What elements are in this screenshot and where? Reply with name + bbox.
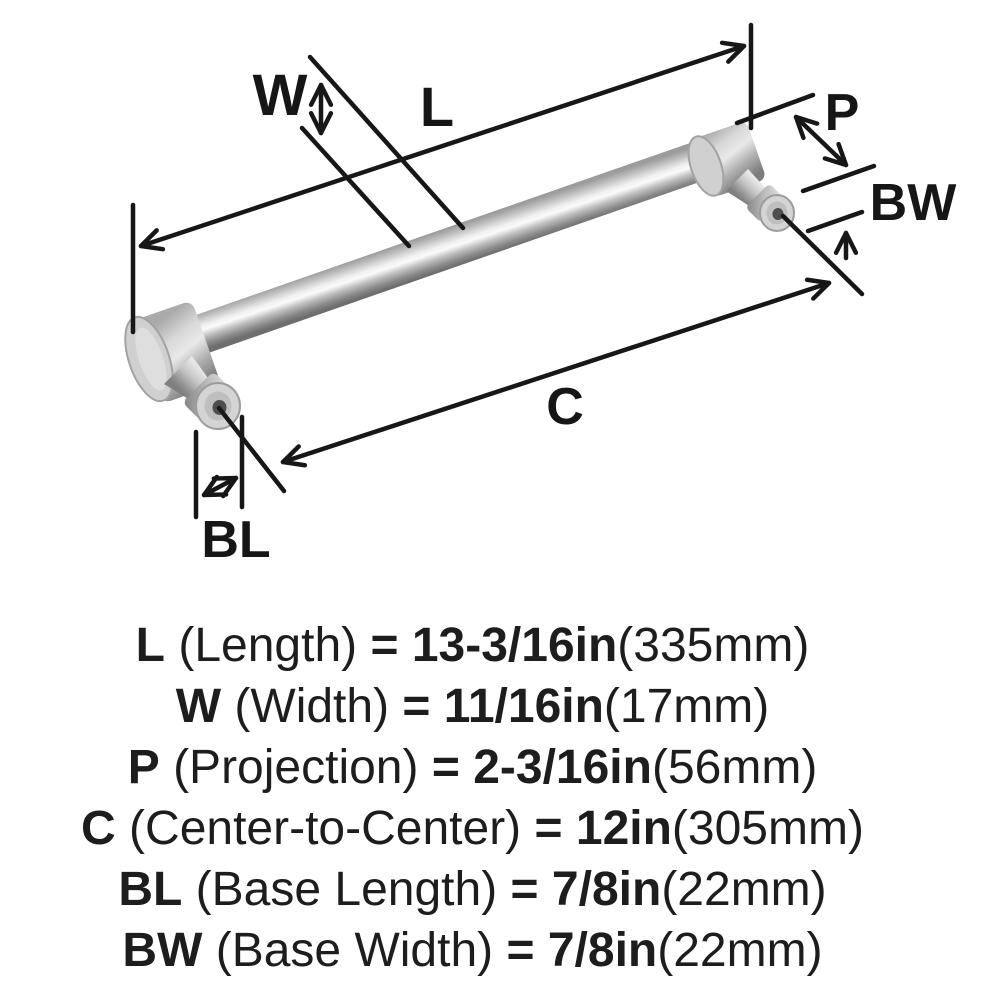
spec-equals: = [510, 863, 539, 916]
dimension-lines [130, 22, 877, 520]
p-dimension-arrow [793, 114, 849, 168]
spec-name: (Center-to-Center) [129, 802, 522, 855]
spec-value-inches: 7/8in [551, 863, 662, 916]
label-l: L [420, 75, 454, 138]
dimension-labels: W L P BW C BL [201, 63, 957, 569]
label-p: P [825, 84, 860, 142]
spec-symbol: P [127, 741, 160, 794]
l-dimension-arrow [138, 40, 747, 252]
spec-value-inches: 12in [575, 802, 672, 855]
spec-equals: = [431, 741, 460, 794]
dimension-bl [193, 414, 245, 520]
spec-name: (Base Length) [195, 863, 498, 916]
dimension-l [130, 22, 754, 335]
left-end-cap [124, 302, 219, 403]
right-screw-hole [772, 208, 784, 220]
spec-equals: = [506, 924, 535, 977]
bw-extension-line-upper [800, 163, 877, 194]
bl-dimension-arrow [201, 474, 239, 499]
spec-row-projection: P (Projection) = 2-3/16in(56mm) [0, 737, 945, 798]
spec-value-metric: (22mm) [657, 924, 823, 977]
spec-symbol: W [175, 680, 222, 733]
spec-value-inches: 2-3/16in [473, 741, 652, 794]
spec-value-metric: (17mm) [603, 680, 770, 733]
spec-value-metric: (305mm) [671, 802, 864, 855]
spec-equals: = [370, 619, 399, 672]
c-extension-line-left [216, 405, 287, 494]
spec-row-length: L (Length) = 13-3/16in(335mm) [0, 615, 945, 676]
spec-equals: = [402, 680, 431, 733]
spec-symbol: C [81, 802, 116, 855]
spec-name: (Projection) [173, 741, 419, 794]
spec-symbol: L [135, 619, 165, 672]
p-extension-line [734, 92, 816, 126]
spec-value-inches: 11/16in [443, 680, 604, 733]
spec-row-base-width: BW (Base Width) = 7/8in(22mm) [0, 920, 945, 981]
spec-value-metric: (335mm) [617, 619, 810, 672]
spec-name: (Length) [178, 619, 358, 672]
spec-name: (Base Width) [215, 924, 494, 977]
label-c: C [546, 378, 584, 436]
dimension-c [216, 213, 865, 494]
spec-value-inches: 13-3/16in [411, 619, 618, 672]
spec-value-inches: 7/8in [547, 924, 658, 977]
spec-equals: = [534, 802, 563, 855]
label-w: W [253, 63, 308, 128]
label-bl: BL [201, 511, 270, 569]
c-dimension-arrow [280, 277, 832, 468]
w-extension-line-lower [299, 125, 412, 249]
dimension-p [734, 92, 849, 168]
handle-bar [162, 133, 742, 361]
spec-row-base-length: BL (Base Length) = 7/8in(22mm) [0, 859, 945, 920]
spec-row-width: W (Width) = 11/16in(17mm) [0, 676, 945, 737]
label-bw: BW [870, 174, 958, 232]
c-extension-line-right [780, 213, 865, 297]
spec-row-center-to-center: C (Center-to-Center) = 12in(305mm) [0, 798, 945, 859]
spec-value-metric: (22mm) [661, 863, 827, 916]
dimension-spec-list: L (Length) = 13-3/16in(335mm) W (Width) … [0, 600, 945, 981]
spec-symbol: BL [118, 863, 183, 916]
bw-extension-line-lower [805, 209, 865, 234]
spec-name: (Width) [234, 680, 390, 733]
handle-dimension-diagram: W L P BW C BL [124, 22, 957, 569]
spec-symbol: BW [122, 924, 203, 977]
right-post [726, 169, 795, 232]
cabinet-pull-illustration [124, 122, 795, 430]
dimension-bw [800, 163, 877, 261]
dimension-w [299, 54, 466, 249]
w-extension-line-upper [307, 54, 466, 231]
spec-value-metric: (56mm) [651, 741, 818, 794]
